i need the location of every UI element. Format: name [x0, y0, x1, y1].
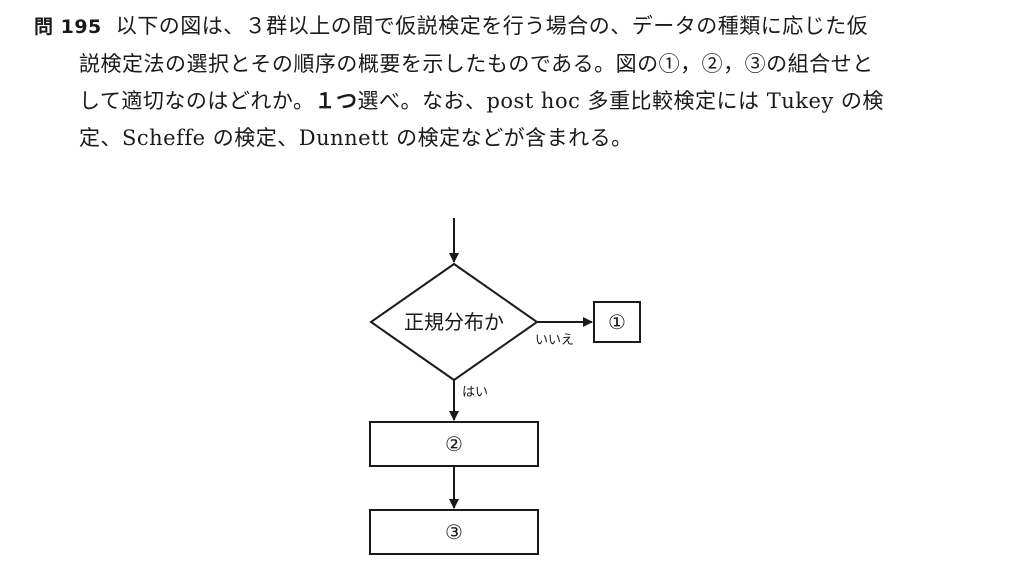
emphasis-one: １つ [314, 89, 358, 113]
no-label: いいえ [535, 333, 574, 348]
decision-label: 正規分布か [404, 310, 504, 334]
box-2-label: ② [445, 432, 463, 456]
question-number: 問 195 [34, 16, 102, 38]
box-3-label: ③ [445, 520, 463, 544]
box-1-label: ① [608, 310, 626, 334]
question-line-4: 定、Scheffe の検定、Dunnett の検定などが含まれる。 [79, 126, 633, 150]
question-line-3: して適切なのはどれか。１つ選べ。なお、post hoc 多重比較検定には Tuk… [79, 89, 884, 113]
question-line-2: 説検定法の選択とその順序の概要を示したものである。図の①，②，③の組合せと [79, 52, 874, 76]
box-1 [593, 301, 641, 343]
box-3 [369, 509, 539, 555]
box-2 [369, 421, 539, 467]
yes-label: はい [462, 385, 488, 400]
